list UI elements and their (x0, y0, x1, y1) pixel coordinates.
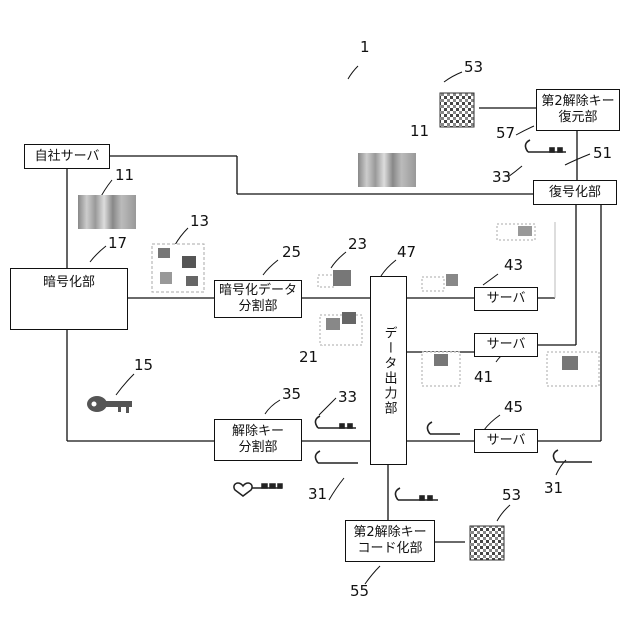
label-55: 55 (350, 584, 369, 599)
decrypt-unit-box: 復号化部 (533, 180, 617, 205)
server-43-label: サーバ (487, 291, 526, 307)
split-unit-label-1: 暗号化データ (219, 283, 297, 299)
label-11-right: 11 (410, 124, 429, 139)
own-server-label: 自社サーバ (35, 149, 100, 165)
label-41: 41 (474, 370, 493, 385)
label-17: 17 (108, 236, 127, 251)
own-server-box: 自社サーバ (24, 144, 110, 169)
key-part-31-left (315, 451, 320, 463)
label-13: 13 (190, 214, 209, 229)
puzzle-icon-41 (422, 352, 460, 386)
key-part-bottom (395, 488, 400, 500)
encrypted-image-11-right (358, 153, 416, 187)
data-output-unit-label: データ出力部 (381, 326, 397, 416)
second-key-restore-label-2: 復元部 (558, 110, 597, 126)
encrypt-unit-label: 暗号化部 (43, 275, 95, 291)
key-split-unit-label-1: 解除キー (232, 424, 284, 440)
data-output-unit-box: データ出力部 (370, 276, 407, 465)
heart-key-icon (234, 483, 282, 496)
label-53-top: 53 (464, 60, 483, 75)
split-unit-label-2: 分割部 (238, 299, 277, 315)
label-11-left: 11 (115, 168, 134, 183)
server-41-label: サーバ (487, 337, 526, 353)
qr-code-icon-bottom (470, 526, 504, 560)
second-key-code-label-1: 第2解除キー (353, 525, 426, 541)
label-33-left: 33 (338, 390, 357, 405)
label-57: 57 (496, 126, 515, 141)
label-45: 45 (504, 400, 523, 415)
label-47: 47 (397, 245, 416, 260)
second-key-restore-label-1: 第2解除キー (541, 94, 614, 110)
second-key-code-label-2: コード化部 (357, 541, 422, 557)
key-part-33-top (525, 140, 530, 152)
server-45-label: サーバ (487, 433, 526, 449)
label-31-right: 31 (544, 481, 563, 496)
puzzle-icon-13 (152, 244, 204, 292)
split-unit-box: 暗号化データ 分割部 (214, 280, 302, 318)
puzzle-icon-21 (320, 312, 362, 345)
second-key-restore-box: 第2解除キー 復元部 (536, 89, 620, 131)
decrypt-unit-label: 復号化部 (549, 185, 601, 201)
key-split-unit-box: 解除キー 分割部 (214, 419, 302, 461)
label-33-top: 33 (492, 170, 511, 185)
label-51: 51 (593, 146, 612, 161)
puzzle-icon-23 (318, 270, 351, 287)
label-43: 43 (504, 258, 523, 273)
server-43-box: サーバ (474, 287, 538, 311)
key-part-33-left (315, 416, 320, 428)
puzzle-icon-47-right (422, 274, 458, 291)
qr-code-icon-top (440, 93, 474, 127)
encrypt-unit-box: 暗号化部 (10, 268, 128, 330)
label-figure-number: 1 (360, 40, 370, 55)
label-35: 35 (282, 387, 301, 402)
key-part-31-right (553, 450, 558, 462)
label-23: 23 (348, 237, 367, 252)
label-21: 21 (299, 350, 318, 365)
label-15: 15 (134, 358, 153, 373)
puzzle-icon-server43 (497, 224, 535, 240)
encrypted-image-11-left (78, 195, 136, 229)
puzzle-icon-right (547, 352, 599, 386)
key-icon-15 (87, 396, 132, 413)
label-31-left: 31 (308, 487, 327, 502)
label-53-bottom: 53 (502, 488, 521, 503)
server-45-box: サーバ (474, 429, 538, 453)
key-split-unit-label-2: 分割部 (238, 440, 277, 456)
second-key-code-box: 第2解除キー コード化部 (345, 520, 435, 562)
label-25: 25 (282, 245, 301, 260)
key-part-server45 (427, 422, 432, 434)
server-41-box: サーバ (474, 333, 538, 357)
